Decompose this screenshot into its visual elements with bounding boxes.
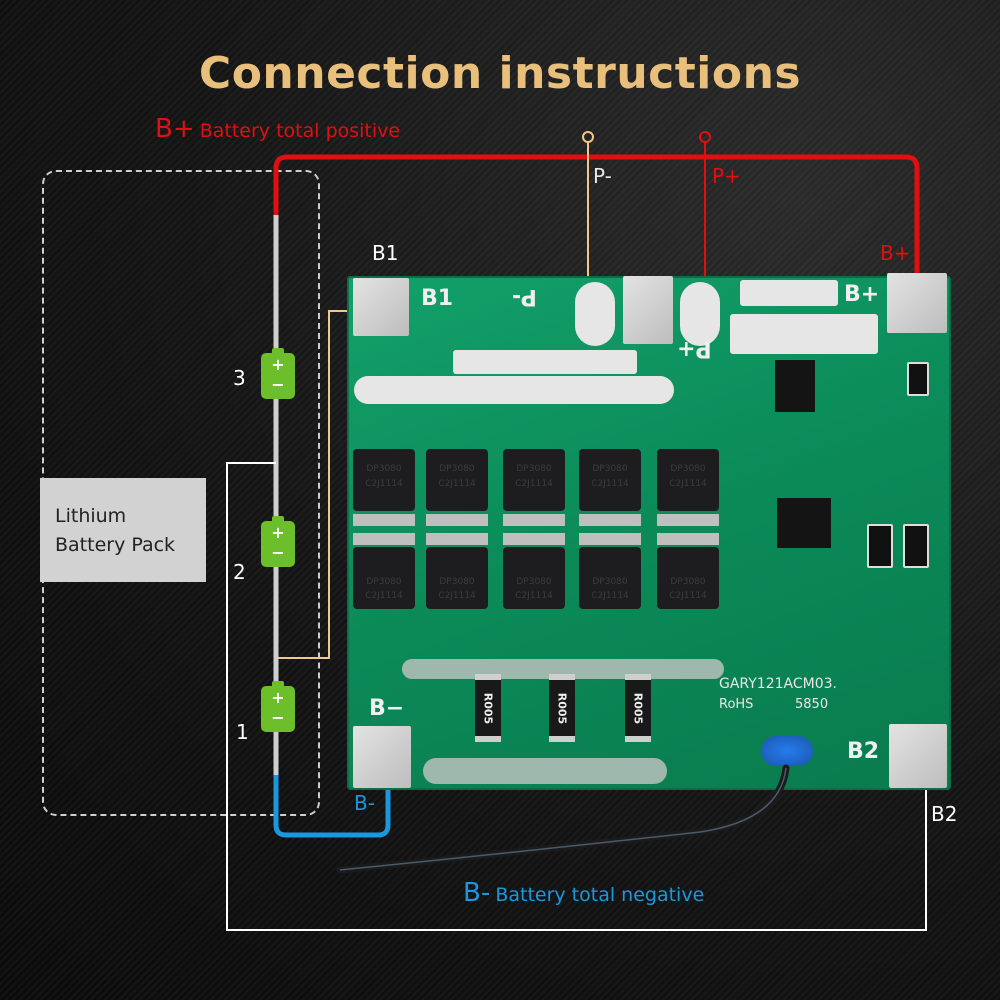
battery-cell-1: +− — [261, 681, 295, 732]
b-plus-legend: B+ Battery total positive — [155, 114, 400, 144]
resistor-smd — [867, 524, 893, 568]
pcb-silk-b-minus: B− — [369, 696, 405, 721]
pcb-silk-b-plus: B+ — [844, 282, 880, 307]
b1-balance-wire — [278, 310, 350, 659]
pcb-code-text: 5850 — [795, 697, 829, 712]
b-minus-symbol: B- — [463, 878, 491, 908]
b-minus-description: Battery total negative — [495, 884, 705, 906]
pcb-silk-b2: B2 — [847, 739, 880, 764]
protection-ic — [777, 498, 831, 548]
b-minus-wire — [273, 758, 391, 838]
shunt-resistor: R005 — [475, 674, 501, 742]
b1-pad — [353, 278, 409, 336]
pcb-silk-b1: B1 — [421, 286, 454, 311]
p-minus-pad — [575, 282, 615, 346]
cell-number-1: 1 — [236, 720, 249, 744]
b1-label: B1 — [372, 241, 399, 265]
cell-number-2: 2 — [233, 560, 246, 584]
b-minus-legend: B- Battery total negative — [463, 878, 704, 908]
center-pad — [623, 276, 673, 344]
b-plus-side-label: B+ — [880, 241, 911, 265]
battery-pack-label: Lithium Battery Pack — [40, 478, 206, 582]
b2-side-label: B2 — [931, 802, 958, 826]
b-plus-description: Battery total positive — [199, 120, 401, 142]
page-title: Connection instructions — [198, 48, 802, 99]
battery-cell-3: +− — [261, 348, 295, 399]
regulator-chip — [775, 360, 815, 412]
b-plus-pad — [887, 273, 947, 333]
pcb-model-text: GARY121ACM03. — [719, 676, 837, 692]
pcb-rohs-text: RoHS — [719, 697, 754, 712]
shunt-resistor: R005 — [625, 674, 651, 742]
p-minus-label: P- — [593, 164, 612, 188]
battery-pack-label-line2: Battery Pack — [55, 534, 176, 556]
p-plus-pad — [680, 282, 720, 346]
b-minus-side-label: B- — [354, 791, 375, 815]
battery-cell-2: +− — [261, 516, 295, 567]
p-plus-terminal — [699, 131, 711, 143]
b2-pad — [889, 724, 947, 788]
b-plus-wire — [273, 154, 920, 300]
cell-number-3: 3 — [233, 366, 246, 390]
battery-pack-label-line1: Lithium — [55, 505, 127, 527]
ntc-thermistor-head — [761, 736, 813, 766]
resistor-smd — [903, 524, 929, 568]
b-minus-pad — [353, 726, 411, 788]
p-plus-label: P+ — [712, 164, 741, 188]
b2-balance-wire — [226, 462, 927, 931]
shunt-resistor: R005 — [549, 674, 575, 742]
p-minus-terminal — [582, 131, 594, 143]
b-plus-symbol: B+ — [155, 114, 195, 144]
